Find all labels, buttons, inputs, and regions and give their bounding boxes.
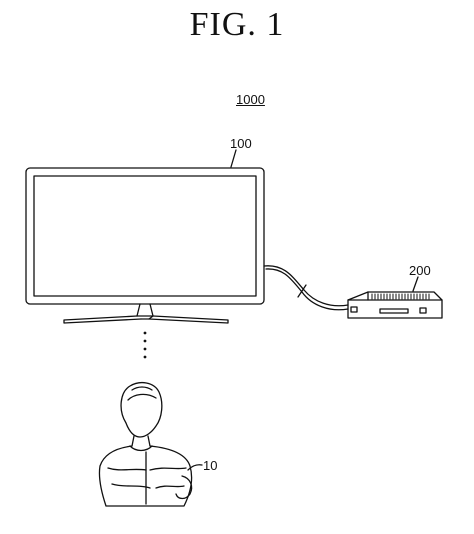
box-button (419, 307, 427, 314)
external-device-leader (412, 276, 419, 292)
user-head (120, 381, 163, 438)
external-device-reference-label: 200 (409, 263, 431, 278)
user-figure (98, 381, 193, 507)
system-reference-label: 1000 (236, 92, 265, 107)
connection-cable (263, 265, 349, 311)
box-indicator (350, 306, 358, 313)
tv-screen (33, 175, 257, 297)
display-device (25, 167, 265, 324)
tv-stand-neck (136, 303, 154, 317)
figure-title: FIG. 1 (189, 6, 285, 43)
external-device (347, 291, 443, 319)
box-vents (371, 293, 430, 300)
user-leader (187, 464, 203, 471)
user-torso (98, 445, 193, 507)
display-device-reference-label: 100 (230, 136, 252, 151)
tv-bezel (25, 167, 265, 305)
box-display-slot (379, 308, 409, 314)
ellipsis-dots (143, 331, 147, 359)
tv-stand-left-foot (63, 315, 142, 324)
box-body (347, 291, 443, 319)
tv-stand-right-foot (148, 315, 229, 324)
display-device-leader (230, 149, 237, 168)
tv-stand-base (136, 315, 154, 320)
user-reference-label: 10 (203, 458, 218, 473)
